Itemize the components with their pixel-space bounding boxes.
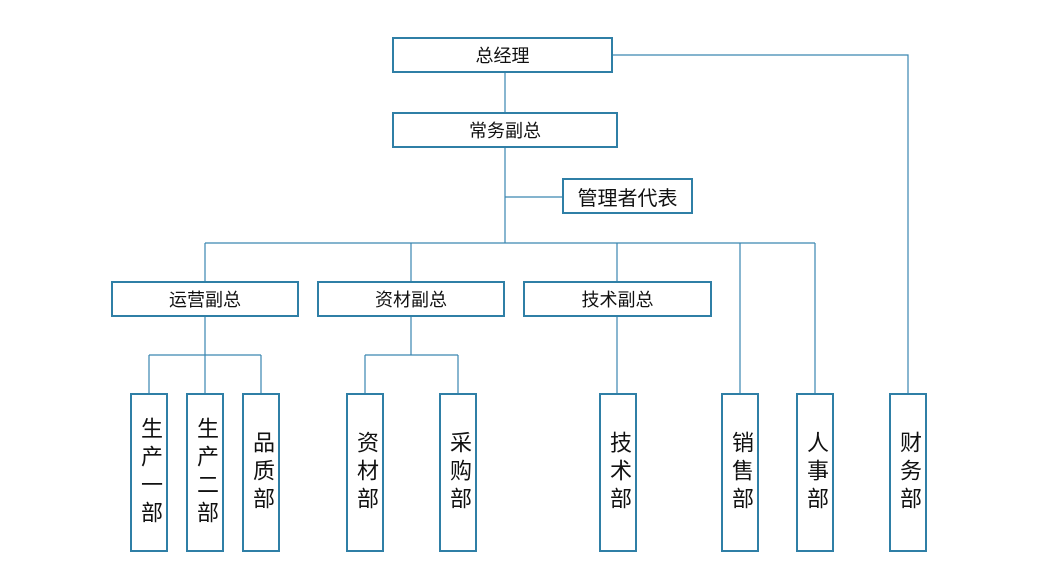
node-hr-dept: 人事部 (796, 393, 834, 552)
node-general-manager-label: 总经理 (475, 46, 530, 67)
node-materials-dept-label: 资材部 (353, 430, 378, 515)
node-materials-dept: 资材部 (346, 393, 384, 552)
node-executive-vp-label: 常务副总 (469, 121, 541, 142)
node-materials-vp-label: 资材副总 (375, 290, 447, 311)
node-quality-dept: 品质部 (242, 393, 280, 552)
node-quality-dept-label: 品质部 (249, 430, 274, 515)
node-finance-dept: 财务部 (889, 393, 927, 552)
node-production-dept-1: 生产一部 (130, 393, 168, 552)
node-hr-dept-label: 人事部 (803, 430, 828, 515)
node-management-representative: 管理者代表 (562, 178, 693, 214)
node-executive-vp: 常务副总 (392, 112, 618, 148)
node-management-representative-label: 管理者代表 (577, 185, 678, 210)
node-technology-vp-label: 技术副总 (581, 290, 654, 311)
node-sales-dept-label: 销售部 (728, 430, 753, 515)
node-production-dept-2: 生产二部 (186, 393, 224, 552)
node-production-dept-1-label: 生产一部 (137, 416, 162, 529)
node-materials-vp: 资材副总 (317, 281, 505, 317)
node-general-manager: 总经理 (392, 37, 613, 73)
node-sales-dept: 销售部 (721, 393, 759, 552)
node-production-dept-2-label: 生产二部 (193, 416, 218, 529)
node-finance-dept-label: 财务部 (896, 430, 921, 515)
node-operations-vp: 运营副总 (111, 281, 299, 317)
node-purchasing-dept: 采购部 (439, 393, 477, 552)
node-purchasing-dept-label: 采购部 (446, 430, 471, 515)
node-technology-vp: 技术副总 (523, 281, 712, 317)
node-technology-dept-label: 技术部 (606, 430, 631, 515)
node-operations-vp-label: 运营副总 (169, 290, 241, 311)
node-technology-dept: 技术部 (599, 393, 637, 552)
